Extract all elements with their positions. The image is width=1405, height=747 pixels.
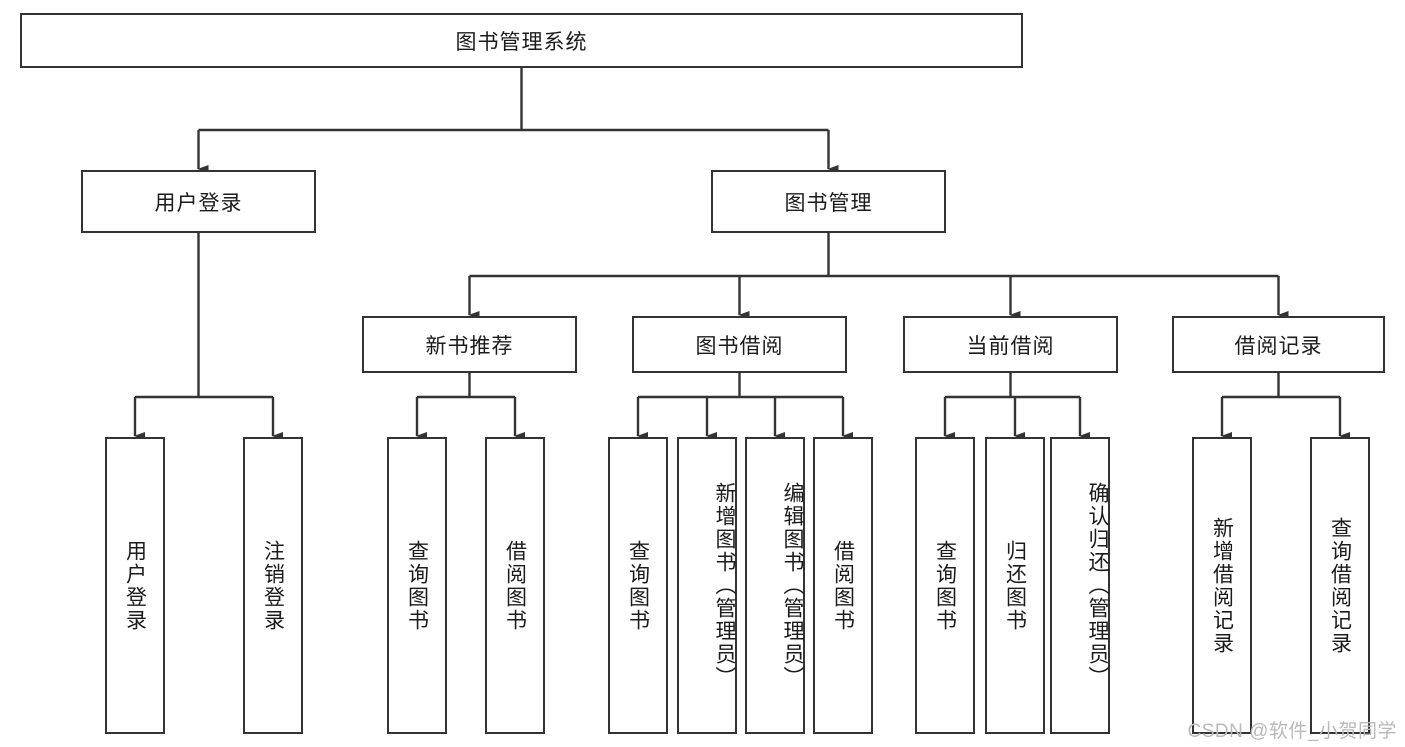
node-label: 借阅记录	[1234, 334, 1323, 358]
node-leaf-borrow-add-book: 新增图书（管理员）	[677, 437, 737, 734]
node-leaf-cur-query-book: 查询图书	[915, 437, 975, 734]
node-label: 新增借阅记录	[1210, 516, 1234, 655]
node-leaf-rec-borrow-book: 借阅图书	[485, 437, 545, 734]
node-leaf-cur-return-book: 归还图书	[985, 437, 1045, 734]
node-label: 图书借阅	[695, 334, 784, 358]
node-leaf-rec-query-record: 查询借阅记录	[1310, 437, 1370, 734]
node-leaf-rec-add-record: 新增借阅记录	[1192, 437, 1252, 734]
edge-bus	[469, 233, 1279, 278]
node-leaf-borrow-borrow-book: 借阅图书	[813, 437, 873, 734]
node-label: 注销登录	[261, 539, 285, 632]
node-leaf-rec-query-book: 查询图书	[387, 437, 447, 734]
node-label: 归还图书	[1003, 539, 1027, 632]
node-l3-new-book-rec: 新书推荐	[362, 316, 577, 373]
edge-bus	[638, 373, 843, 399]
node-label: 查询图书	[933, 539, 957, 632]
node-label: 用户登录	[154, 191, 243, 215]
node-label: 借阅图书	[831, 539, 855, 632]
node-root: 图书管理系统	[20, 13, 1023, 68]
node-l3-borrow-record: 借阅记录	[1172, 316, 1385, 373]
edge-bus	[945, 373, 1080, 399]
node-leaf-borrow-query-book: 查询图书	[608, 437, 668, 734]
node-l3-book-borrow: 图书借阅	[632, 316, 847, 373]
node-label: 新增图书（管理员）	[713, 482, 736, 689]
node-label: 图书管理	[784, 191, 873, 215]
node-l2-user-login: 用户登录	[81, 170, 316, 233]
edge-bus	[198, 68, 829, 132]
edge-bus	[1222, 373, 1340, 399]
node-label: 借阅图书	[503, 539, 527, 632]
edge-bus	[417, 373, 515, 399]
node-label: 查询借阅记录	[1328, 516, 1352, 655]
node-label: 查询图书	[405, 539, 429, 632]
node-leaf-cur-confirm-return: 确认归还（管理员）	[1050, 437, 1110, 734]
node-l2-book-manage: 图书管理	[711, 170, 946, 233]
node-label: 编辑图书（管理员）	[781, 482, 804, 689]
node-label: 用户登录	[123, 539, 147, 632]
node-leaf-user-login: 用户登录	[105, 437, 165, 734]
node-label: 新书推荐	[425, 334, 514, 358]
node-label: 图书管理系统	[455, 30, 588, 54]
node-label: 当前借阅	[966, 334, 1055, 358]
node-leaf-borrow-edit-book: 编辑图书（管理员）	[745, 437, 805, 734]
node-leaf-user-logout: 注销登录	[243, 437, 303, 734]
node-label: 查询图书	[626, 539, 650, 632]
node-l3-current-borrow: 当前借阅	[903, 316, 1118, 373]
edge-bus	[135, 233, 273, 399]
node-label: 确认归还（管理员）	[1086, 482, 1109, 689]
